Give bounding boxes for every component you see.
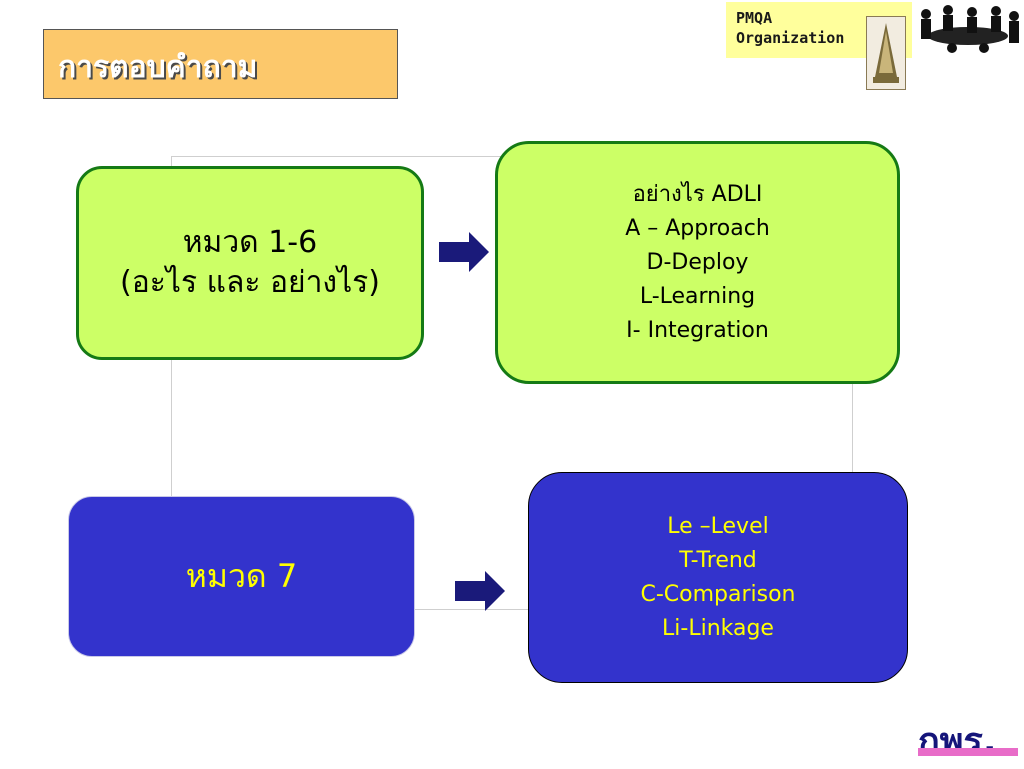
title-box: การตอบคำถาม <box>43 29 398 99</box>
adli-line: A – Approach <box>625 215 770 241</box>
category-7-box: หมวด 7 <box>68 496 415 657</box>
meeting-people-icon <box>912 2 1024 58</box>
letci-line: T-Trend <box>679 547 757 573</box>
category-7-title: หมวด 7 <box>185 557 298 595</box>
categories-1-6-subtitle: (อะไร และ อย่างไร) <box>120 265 380 300</box>
adli-line: อย่างไร ADLI <box>632 181 763 207</box>
adli-line: I- Integration <box>626 317 769 343</box>
pmqa-logo-line1: PMQA <box>736 9 773 27</box>
opdc-logo-underline <box>918 748 1018 756</box>
arrow-right-icon <box>455 571 505 611</box>
opdc-logo-text: กพร. <box>918 721 997 762</box>
pmqa-logo-text: PMQA Organization <box>736 8 844 48</box>
categories-1-6-title: หมวด 1-6 <box>182 225 318 260</box>
opdc-logo: กพร. <box>918 712 1018 762</box>
letci-line: Li-Linkage <box>662 615 774 641</box>
arrow-right-icon <box>439 232 489 272</box>
adli-line: L-Learning <box>639 283 756 309</box>
pmqa-logo-line2: Organization <box>736 29 845 47</box>
slide-title: การตอบคำถาม <box>58 50 258 85</box>
adli-box: อย่างไร ADLI A – Approach D-Deploy L-Lea… <box>495 141 900 384</box>
adli-line: D-Deploy <box>646 249 749 275</box>
letci-line: C-Comparison <box>640 581 796 607</box>
letci-line: Le –Level <box>667 513 769 539</box>
categories-1-6-box: หมวด 1-6 (อะไร และ อย่างไร) <box>76 166 424 360</box>
pmqa-emblem-icon <box>866 16 906 90</box>
letci-box: Le –Level T-Trend C-Comparison Li-Linkag… <box>528 472 908 683</box>
